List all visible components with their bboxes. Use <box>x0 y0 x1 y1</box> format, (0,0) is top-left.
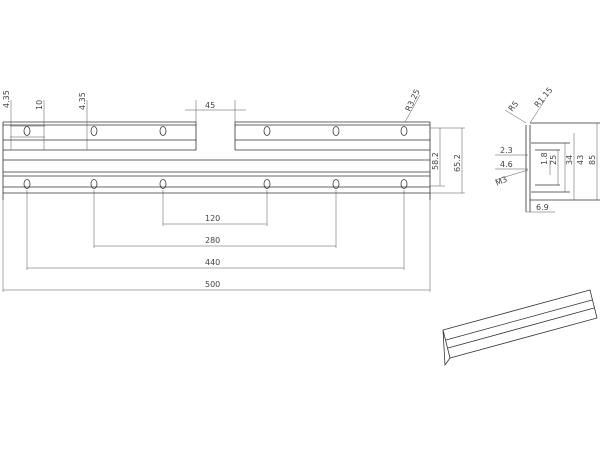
dim-1-8: 1.8 <box>540 152 549 165</box>
dim-4-6: 4.6 <box>500 160 513 169</box>
dim-85: 85 <box>588 155 597 165</box>
dim-6-9: 6.9 <box>536 203 549 212</box>
mounting-hole <box>90 179 98 189</box>
mounting-hole <box>332 179 340 189</box>
mounting-hole <box>159 179 167 189</box>
dim-34: 34 <box>565 155 574 165</box>
dim-r1-15: R1.15 <box>533 86 555 110</box>
dim-43: 43 <box>576 155 585 165</box>
dim-45: 45 <box>205 101 215 110</box>
mounting-hole <box>159 126 167 136</box>
dim-r5: R5 <box>507 99 521 113</box>
mounting-hole <box>90 126 98 136</box>
dim-4-35-a: 4.35 <box>2 90 11 108</box>
dim-10: 10 <box>35 100 44 110</box>
dim-25: 25 <box>549 155 558 165</box>
dim-500: 500 <box>205 280 220 289</box>
mounting-hole <box>23 126 31 136</box>
mounting-hole <box>263 126 271 136</box>
mounting-hole <box>400 179 408 189</box>
dim-4-35-b: 4.35 <box>78 92 87 110</box>
isometric-view <box>442 289 598 367</box>
mounting-hole <box>400 126 408 136</box>
side-view: R5 R1.15 2.3 4.6 M3 1.8 25 34 43 85 6.9 <box>494 86 600 213</box>
front-dimensions: 45 120 280 440 500 4.35 10 4.35 R3.25 58… <box>2 88 465 292</box>
dim-280: 280 <box>205 236 220 245</box>
front-view <box>2 121 431 200</box>
dim-r3-25: R3.25 <box>404 88 422 113</box>
mounting-hole <box>23 179 31 189</box>
dim-440: 440 <box>205 258 220 267</box>
dim-120: 120 <box>205 214 220 223</box>
mounting-hole <box>263 179 271 189</box>
dim-58-2: 58.2 <box>431 152 440 170</box>
mounting-hole <box>332 126 340 136</box>
dim-2-3: 2.3 <box>500 146 513 155</box>
dim-65-2: 65.2 <box>453 154 462 172</box>
